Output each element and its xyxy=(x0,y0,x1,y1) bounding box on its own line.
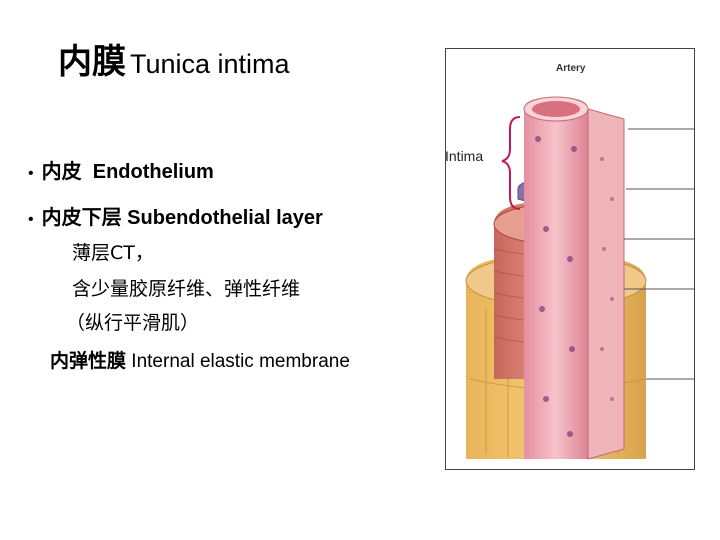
iem-english: Internal elastic membrane xyxy=(131,351,350,372)
title-english: Tunica intima xyxy=(130,49,290,79)
subline-smooth-muscle: （纵行平滑肌） xyxy=(66,312,200,334)
iem-chinese: 内弹性膜 xyxy=(50,350,127,372)
bullet-subendothelial-en: Subendothelial layer xyxy=(127,207,323,229)
bullet-subendothelial: • 内皮下层 Subendothelial layer xyxy=(28,201,323,230)
intima-label: Intima xyxy=(445,148,484,164)
artery-drawing: Artery xyxy=(465,63,694,460)
artery-illustration: Artery xyxy=(445,48,695,470)
subline-fibers: 含少量胶原纤维、弹性纤维 xyxy=(72,278,301,300)
bullet-endothelium: • 内皮 Endothelium xyxy=(28,155,214,184)
lumen xyxy=(532,101,580,117)
intima-brace xyxy=(501,116,521,210)
title-chinese: 内膜 xyxy=(58,42,126,82)
subline-thin-ct: 薄层CT， xyxy=(72,242,154,264)
cut-section xyxy=(587,108,625,460)
internal-elastic-membrane: 内弹性膜 Internal elastic membrane xyxy=(50,346,350,373)
bullet-endothelium-en: Endothelium xyxy=(92,161,214,183)
bullet-dot: • xyxy=(28,165,34,182)
figure-caption: Artery xyxy=(556,63,586,74)
bullet-dot: • xyxy=(28,211,34,228)
intima-tube xyxy=(524,97,588,459)
bullet-subendothelial-zh: 内皮下层 xyxy=(41,205,122,229)
bullet-endothelium-zh: 内皮 xyxy=(41,159,82,183)
